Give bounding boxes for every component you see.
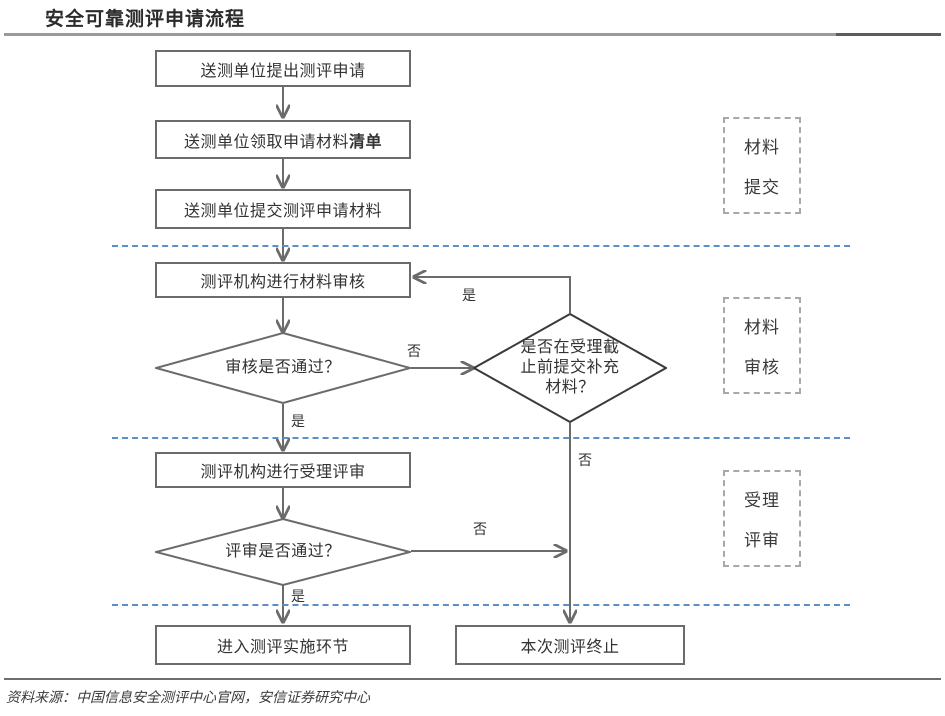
diamond-shape <box>473 313 667 423</box>
edge-label-review-no: 否 <box>407 343 421 359</box>
edge-label-supplement-yes: 是 <box>462 287 476 303</box>
node-evaluation-terminated[interactable]: 本次测评终止 <box>455 625 685 665</box>
band-material-submission-line-1: 材料 <box>744 138 780 158</box>
band-material-review: 材料 审核 <box>723 297 801 394</box>
edge-label-acceptance-no: 否 <box>473 521 487 537</box>
decision-acceptance-review-passed[interactable]: 评审是否通过？ <box>155 518 411 586</box>
decision-material-review-passed[interactable]: 审核是否通过？ <box>155 332 411 404</box>
band-acceptance-review-line-2: 评审 <box>744 530 780 550</box>
node-submit-materials[interactable]: 送测单位提交测评申请材料 <box>155 189 411 229</box>
decision-supplement-before-deadline[interactable]: 是否在受理截 止前提交补充 材料？ <box>473 313 667 423</box>
node-enter-evaluation[interactable]: 进入测评实施环节 <box>155 625 411 665</box>
band-acceptance-review-line-1: 受理 <box>744 491 780 511</box>
node-submit-application[interactable]: 送测单位提出测评申请 <box>155 50 411 87</box>
node-acceptance-review[interactable]: 测评机构进行受理评审 <box>155 452 411 488</box>
node-collect-material-list-emphasis: 清单 <box>349 133 383 151</box>
node-material-review[interactable]: 测评机构进行材料审核 <box>155 262 411 298</box>
decision-supplement-line-1: 是否在受理截 <box>520 339 620 356</box>
title-rule-right <box>836 33 941 36</box>
edge-label-acceptance-yes: 是 <box>291 588 305 604</box>
node-collect-material-list[interactable]: 送测单位领取申请材料清单 <box>155 120 411 159</box>
footer-rule <box>4 678 941 680</box>
band-material-review-line-2: 审核 <box>744 357 780 377</box>
diamond-shape <box>155 332 411 404</box>
band-acceptance-review: 受理 评审 <box>723 470 801 567</box>
decision-supplement-line-3: 材料？ <box>545 379 595 396</box>
section-divider-3 <box>112 604 850 606</box>
title-rule-left <box>4 33 836 36</box>
source-note: 资料来源：中国信息安全测评中心官网，安信证券研究中心 <box>6 691 370 706</box>
node-collect-material-list-text: 送测单位领取申请材料 <box>183 133 349 151</box>
decision-acceptance-review-label: 评审是否通过？ <box>225 543 341 560</box>
section-divider-2 <box>112 437 850 439</box>
band-material-submission-line-2: 提交 <box>744 177 780 197</box>
edge-label-review-yes: 是 <box>291 413 305 429</box>
decision-supplement-label: 是否在受理截 止前提交补充 材料？ <box>520 338 619 398</box>
section-divider-1 <box>112 245 850 247</box>
band-material-review-line-1: 材料 <box>744 318 780 338</box>
figure-title: 安全可靠测评申请流程 <box>45 9 246 30</box>
band-material-submission: 材料 提交 <box>723 117 801 214</box>
decision-material-review-label: 审核是否通过？ <box>225 359 341 376</box>
diamond-shape <box>155 518 411 586</box>
edge-label-supplement-no: 否 <box>578 452 592 468</box>
decision-supplement-line-2: 止前提交补充 <box>520 359 620 376</box>
